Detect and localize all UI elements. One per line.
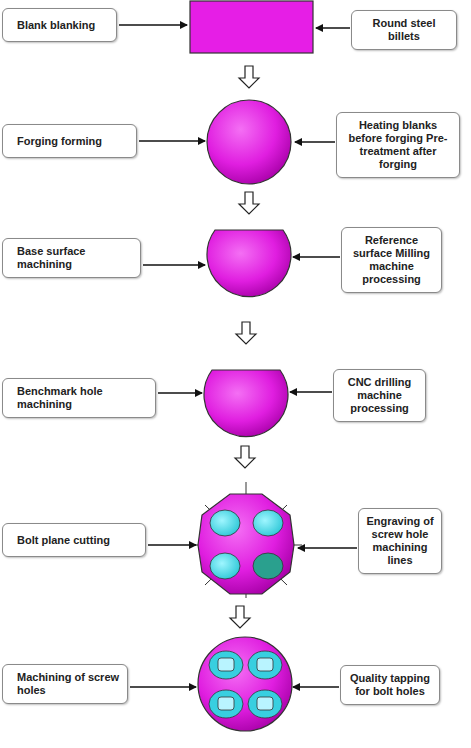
step-label: Blank blanking xyxy=(17,19,95,32)
step-label: Round steel billets xyxy=(358,17,450,43)
step-label-box: CNC drilling machine processing xyxy=(333,369,426,422)
step-label-box: Machining of screw holes xyxy=(2,664,128,704)
step-label-box: Bolt plane cutting xyxy=(2,523,146,557)
step-label-box: Forging forming xyxy=(2,124,137,158)
step-label: Forging forming xyxy=(17,135,102,148)
step-label: Reference surface Milling machine proces… xyxy=(348,234,435,286)
step-label-box: Heating blanks before forging Pre-treatm… xyxy=(336,112,460,178)
step-label: Benchmark hole machining xyxy=(17,385,149,411)
step-label: Base surface machining xyxy=(17,245,134,271)
step-label-box: Base surface machining xyxy=(2,238,141,278)
step-label-box: Benchmark hole machining xyxy=(2,378,156,418)
step-label: Bolt plane cutting xyxy=(17,534,110,547)
step-label: CNC drilling machine processing xyxy=(340,376,419,415)
step-label-box: Round steel billets xyxy=(351,10,457,50)
step-label: Heating blanks before forging Pre-treatm… xyxy=(343,119,453,171)
step-label-box: Quality tapping for bolt holes xyxy=(340,665,440,705)
step-label: Engraving of screw hole machining lines xyxy=(365,515,435,567)
step-label: Machining of screw holes xyxy=(17,671,121,697)
step-label-box: Reference surface Milling machine proces… xyxy=(341,227,442,293)
step-label-box: Blank blanking xyxy=(2,8,117,42)
step-label-box: Engraving of screw hole machining lines xyxy=(358,508,442,574)
step-label: Quality tapping for bolt holes xyxy=(347,672,433,698)
